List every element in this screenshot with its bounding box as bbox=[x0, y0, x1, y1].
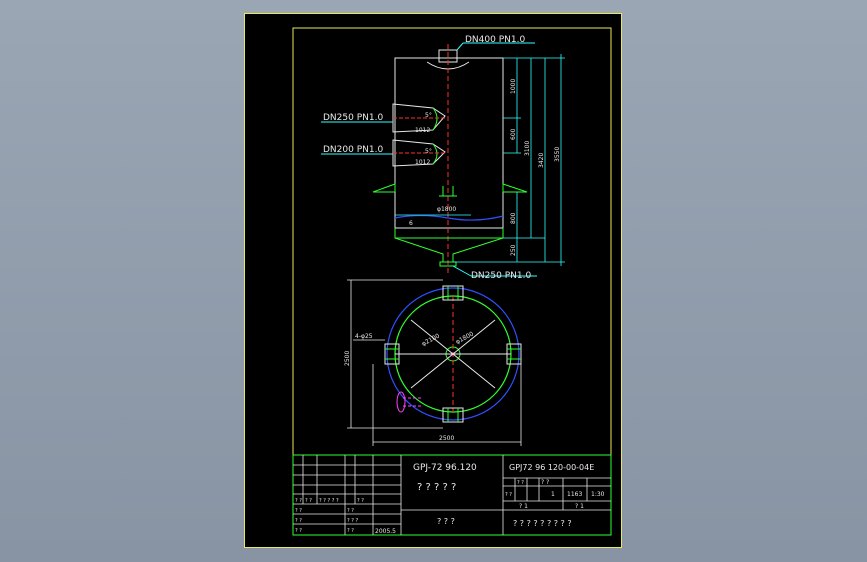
row-label: ? ? bbox=[357, 498, 364, 504]
dim-top-section: 1000 bbox=[510, 79, 517, 94]
bottom-nozzle bbox=[439, 261, 457, 267]
row-label: ? ? ? bbox=[347, 518, 358, 524]
plan-side-nozzle bbox=[396, 391, 406, 413]
upper-side-nozzle bbox=[392, 103, 446, 133]
count-value: 1 bbox=[551, 491, 555, 498]
upper-length-label: 1012 bbox=[415, 127, 430, 134]
support-diameter-label: φ2100 bbox=[421, 332, 441, 347]
drawing-sheet: DN400 PN1.0 DN250 PN1.0 DN200 PN1.0 DN25… bbox=[244, 13, 622, 548]
plan-lug-top bbox=[442, 285, 464, 301]
vessel-diameter-label: φ1800 bbox=[437, 206, 456, 213]
drawing-code: GPJ-72 96.120 bbox=[413, 463, 477, 473]
top-nozzle-leader bbox=[456, 42, 464, 51]
title-block-border bbox=[292, 454, 612, 536]
lower-side-nozzle bbox=[392, 139, 446, 167]
plan-lug-left bbox=[384, 343, 400, 365]
row-label: ? ? bbox=[505, 492, 512, 498]
dim-overall-a: 3420 bbox=[538, 153, 545, 168]
row-label: ? ? bbox=[305, 498, 312, 504]
cad-drawing: DN400 PN1.0 DN250 PN1.0 DN200 PN1.0 DN25… bbox=[292, 27, 612, 536]
inner-frame bbox=[292, 27, 612, 536]
weight-value: 1163 bbox=[567, 491, 582, 498]
row-label: ? ? bbox=[347, 508, 354, 514]
plan-width-label: 2500 bbox=[439, 435, 454, 442]
right-support-lug bbox=[502, 183, 528, 193]
bottom-nozzle-label: DN250 PN1.0 bbox=[471, 271, 531, 281]
row-label: ? ? bbox=[517, 480, 524, 486]
company-name: ? ? ? ? ? ? ? ? ? bbox=[513, 519, 572, 528]
row-label: ? ? bbox=[295, 528, 302, 534]
drawing-name: ? ? ? ? ? bbox=[417, 482, 456, 493]
row-label: ? ? bbox=[295, 508, 302, 514]
lower-nozzle-label: DN200 PN1.0 bbox=[323, 145, 383, 155]
dim-lower-section: 800 bbox=[510, 212, 517, 224]
top-nozzle-label: DN400 PN1.0 bbox=[465, 35, 525, 45]
plan-dimensions bbox=[347, 279, 522, 446]
cone-bottom bbox=[394, 228, 504, 263]
revision-date: 2005.5 bbox=[375, 528, 396, 535]
upper-angle-label: 5° bbox=[425, 112, 432, 119]
plan-height-label: 2500 bbox=[344, 351, 351, 366]
row-label: ? ? bbox=[295, 498, 302, 504]
plan-lug-bottom bbox=[442, 407, 464, 423]
material-label: ? ? ? bbox=[437, 517, 455, 526]
row-label: ? ? bbox=[295, 518, 302, 524]
plan-diagonal-b bbox=[410, 319, 496, 389]
sheet-total: ? 1 bbox=[575, 503, 584, 510]
sheet-label: ? 1 bbox=[519, 503, 528, 510]
lower-angle-label: 5° bbox=[425, 148, 432, 155]
scale-value: 1:30 bbox=[591, 491, 605, 498]
row-label: ? ? bbox=[347, 528, 354, 534]
plan-view: 4-φ25 φ2100 φ1800 2500 2500 bbox=[344, 279, 522, 446]
row-label: ? ? ? ? ? bbox=[319, 498, 339, 504]
title-block-grid bbox=[293, 455, 611, 535]
outer-support-circle bbox=[386, 287, 520, 421]
vertical-dimensions bbox=[395, 54, 565, 266]
drawing-number: GPJ72 96 120-00-04E bbox=[509, 463, 594, 472]
lower-length-label: 1012 bbox=[415, 159, 430, 166]
dim-overall-b: 3550 bbox=[554, 147, 561, 162]
dim-shell-height: 3100 bbox=[524, 141, 531, 156]
upper-nozzle-label: DN250 PN1.0 bbox=[323, 113, 383, 123]
dim-middle-section: 600 bbox=[510, 128, 517, 140]
liquid-level bbox=[394, 214, 504, 221]
inner-diameter-label: φ1800 bbox=[455, 330, 475, 345]
title-block: GPJ-72 96.120 GPJ72 96 120-00-04E ? ? ? … bbox=[292, 454, 612, 536]
bottom-nozzle-leader bbox=[452, 265, 472, 277]
skirt-thickness-label: 6 bbox=[409, 220, 413, 227]
scale-header: ? ? bbox=[541, 479, 549, 486]
bolt-holes-label: 4-φ25 bbox=[355, 333, 373, 340]
vessel-shell bbox=[394, 57, 504, 229]
elevation-view: DN400 PN1.0 DN250 PN1.0 DN200 PN1.0 DN25… bbox=[321, 35, 565, 281]
plan-lug-right bbox=[506, 343, 522, 365]
lower-nozzle-flange bbox=[432, 143, 438, 165]
dim-cone-height: 250 bbox=[510, 244, 517, 256]
left-support-lug bbox=[372, 183, 396, 193]
